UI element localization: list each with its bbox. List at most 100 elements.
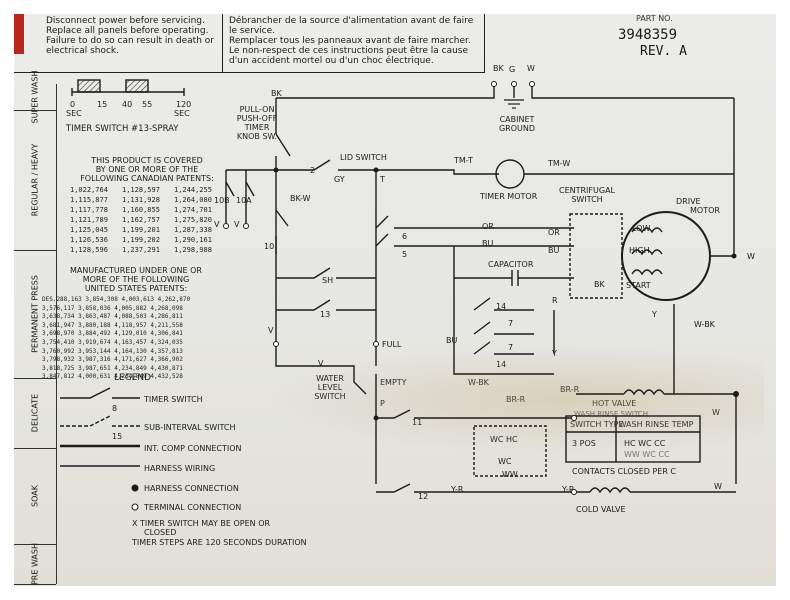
warning-french: Débrancher de la source d'alimentation a…: [229, 16, 479, 66]
wash-table-cell: WW WC CC: [624, 450, 670, 459]
canadian-patent: 1,290,161: [174, 236, 212, 244]
centrifugal-label: CENTRIFUGAL: [558, 186, 615, 195]
wire-label: Y-R: [451, 485, 464, 494]
lid-switch-label: LID SWITCH: [340, 153, 387, 162]
legend-item: SUB-INTERVAL SWITCH: [144, 423, 236, 432]
canadian-patent: 1,126,536: [70, 236, 108, 244]
warning-line: Disconnect power before servicing.: [46, 16, 205, 26]
10-branch-wire: [225, 169, 276, 226]
wire-label: Y-R: [562, 485, 575, 494]
terminal-label: 5: [402, 250, 408, 259]
centrifugal-switch-box: [569, 213, 623, 299]
capacitor-label: CAPACITOR: [488, 260, 534, 269]
wire-label: V: [268, 326, 274, 335]
water-level-label: SWITCH: [314, 392, 346, 401]
pull-on-label: PUSH-OFF: [236, 114, 278, 123]
wire-label: BR-R: [506, 395, 526, 404]
capacitor-symbol: [454, 270, 574, 286]
wash-table-cell: HC WC CC: [624, 439, 666, 448]
legend-item: HARNESS WIRING: [144, 464, 216, 473]
cabinet-ground-label: CABINET: [499, 115, 535, 124]
wire-label: TM-W: [548, 159, 571, 168]
part-number: 3948359: [618, 27, 678, 43]
warning-line: le service.: [229, 26, 275, 36]
cycle-regular-heavy: REGULAR / HEAVY: [14, 110, 56, 251]
w-neutral-wire: [531, 84, 734, 99]
canadian-patent: 1,275,820: [174, 216, 212, 224]
wire-label: BU: [446, 336, 458, 345]
cold-valve-coil: [589, 487, 631, 494]
canadian-patent: 1,022,764: [70, 186, 108, 194]
wire-label: G: [509, 65, 516, 74]
us-patent-line: 3,818,725 3,987,651 4,234,849 4,430,871: [42, 364, 183, 372]
drive-motor-symbol: [621, 211, 711, 301]
canadian-patent: 1,125,045: [70, 226, 108, 234]
canadian-patent: 1,199,202: [122, 236, 160, 244]
canadian-patent: 1,115,877: [70, 196, 108, 204]
water-level-label: LEVEL: [317, 383, 343, 392]
winding-low-label: LOW: [632, 224, 651, 233]
canadian-patent: 1,244,255: [174, 186, 212, 194]
legend-item: HARNESS CONNECTION: [144, 484, 239, 493]
cold-valve-label: COLD VALVE: [576, 505, 626, 514]
legend-item: TIMER SWITCH: [144, 395, 203, 404]
warning-box: Disconnect power before servicing. Repla…: [14, 14, 485, 73]
us-patent-line: 3,698,970 3,884,492 4,129,010 4,306,841: [42, 330, 183, 338]
wire-label: T: [380, 175, 385, 184]
10-contacts: [225, 181, 289, 254]
wire-label: R: [552, 296, 558, 305]
warning-line: Remplacer tous les panneaux avant de fai…: [229, 36, 471, 46]
terminal: [511, 81, 517, 87]
canadian-patent: 1,121,789: [70, 216, 108, 224]
wire-label: GY: [334, 175, 345, 184]
junction-dot: [731, 253, 737, 259]
terminal-label: 6: [402, 232, 408, 241]
contact-5: [375, 233, 574, 247]
terminal-label: 12: [418, 492, 429, 501]
wash-table-note: CONTACTS CLOSED PER C: [572, 467, 677, 476]
legend-note: CLOSED: [144, 528, 177, 537]
water-level-label: WATER: [316, 374, 344, 383]
contact-6: [375, 215, 574, 229]
canadian-patent: 1,131,928: [122, 196, 160, 204]
wire-label: W: [712, 408, 720, 417]
wire-label: W: [527, 64, 535, 73]
legend-item: INT. COMP CONNECTION: [144, 444, 242, 453]
terminal: [571, 415, 577, 421]
terminal: [373, 341, 379, 347]
legend-note: TIMER STEPS ARE 120 SECONDS DURATION: [132, 538, 307, 547]
cycle-soak: SOAK: [14, 448, 56, 545]
us-patent-line: 3,576,117 3,858,036 4,005,882 4,268,098: [42, 304, 183, 312]
warning-line: Le non-respect de ces instructions peut …: [229, 46, 469, 56]
terminal-label: 10A: [236, 196, 252, 205]
us-patent-line: 3,760,992 3,953,144 4,164,130 4,357,813: [42, 347, 183, 355]
terminal-label: 14: [496, 302, 507, 311]
canadian-patent: 1,298,988: [174, 246, 212, 254]
centrifugal-label: SWITCH: [571, 195, 603, 204]
pull-on-label: PULL-ON: [239, 105, 275, 114]
timer-motor-feed: [376, 169, 499, 175]
contact-11: [376, 409, 574, 419]
wash-table-cell: 3 POS: [572, 439, 596, 448]
wire-label: P: [380, 399, 385, 408]
warning-line: Replace all panels before operating.: [46, 26, 209, 36]
warning-red-bar: [14, 14, 24, 54]
bk-supply-wire: [275, 84, 495, 134]
terminal: [223, 223, 229, 229]
14-7-contacts: [473, 297, 534, 355]
us-patent-line: 3,754,410 3,919,674 4,163,457 4,324,035: [42, 339, 183, 346]
wire-label: V: [318, 359, 324, 368]
canadian-heading: THIS PRODUCT IS COVERED: [91, 156, 203, 165]
canadian-patent: 1,287,338: [174, 226, 212, 234]
wire-label: W: [714, 482, 722, 491]
legend-terminal-symbol: [131, 503, 139, 511]
terminal: [273, 341, 279, 347]
us-patent-line: 3,798,932 3,987,316 4,171,627 4,366,902: [42, 356, 183, 364]
wash-table-header: WASH RINSE TEMP: [618, 420, 694, 429]
wire-label: BU: [482, 239, 494, 248]
wash-table-title: WASH RINSE SWITCH: [574, 410, 648, 418]
us-heading: MORE OF THE FOLLOWING: [82, 275, 190, 284]
scale-unit: SEC: [66, 109, 82, 118]
wire-label: TM-T: [454, 156, 473, 165]
wash-switch-label: WW: [502, 470, 518, 479]
